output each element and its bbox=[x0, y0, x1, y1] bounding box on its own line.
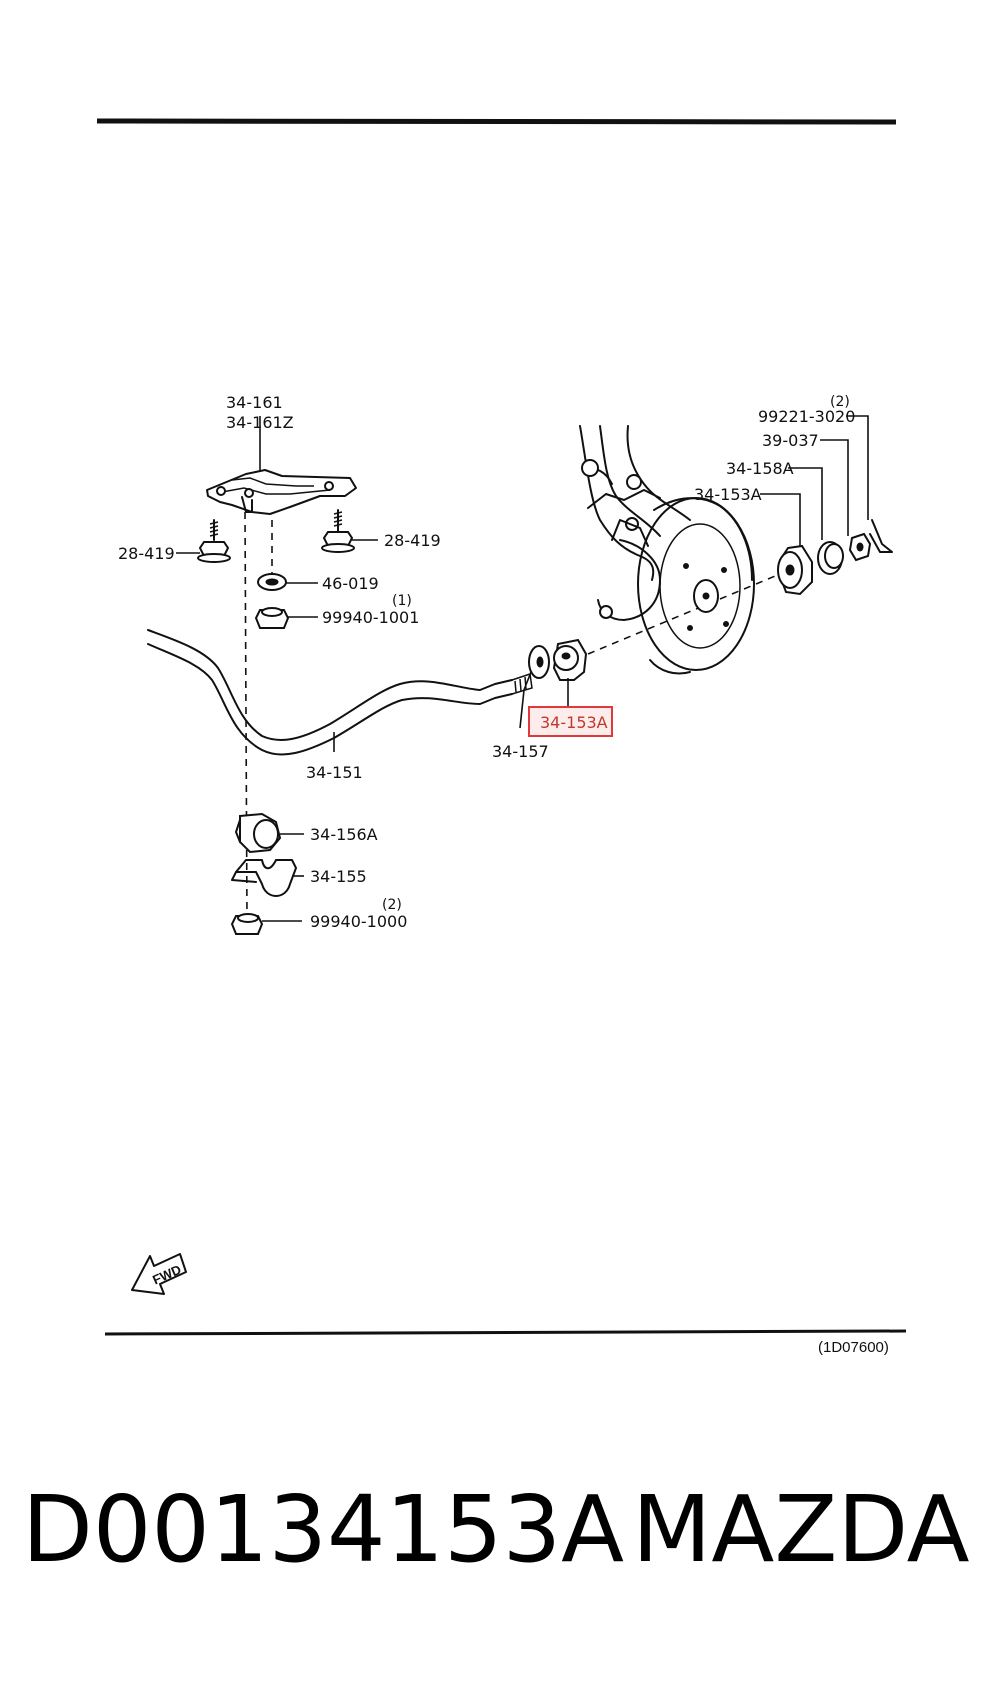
label-bolt-right: 28-419 bbox=[384, 531, 441, 550]
label-bushing-clamp: 34-156A bbox=[310, 825, 378, 844]
label-nut-top-qty: (1) bbox=[392, 593, 412, 609]
highlight-box bbox=[528, 706, 613, 737]
brand-name: MAZDA bbox=[632, 1476, 970, 1583]
label-bar: 34-151 bbox=[306, 763, 363, 782]
label-clamp: 34-155 bbox=[310, 867, 367, 886]
bracket-34-161 bbox=[206, 416, 357, 515]
label-nut-bottom: 99940-1000 bbox=[310, 912, 407, 931]
label-washer-link: 34-157 bbox=[492, 742, 549, 761]
stabilizer-bar bbox=[147, 629, 533, 756]
steering-knuckle bbox=[579, 425, 755, 675]
link-axis bbox=[587, 573, 781, 655]
label-pin-qty: (2) bbox=[830, 394, 850, 410]
clamp-34-155 bbox=[231, 859, 304, 897]
reference-code: (1D07600) bbox=[818, 1339, 889, 1356]
bolt-right bbox=[321, 509, 378, 553]
label-bolt-left: 28-419 bbox=[118, 544, 175, 563]
bushing-34-153A-lower bbox=[552, 638, 588, 706]
washer-46-019 bbox=[257, 573, 318, 591]
nut-39-037 bbox=[820, 439, 872, 562]
label-washer: 46-019 bbox=[322, 574, 379, 593]
bottom-rule bbox=[104, 1329, 907, 1336]
part-number: D00134153A bbox=[22, 1476, 625, 1583]
bushing-34-156A bbox=[235, 812, 304, 854]
mount-axis bbox=[244, 511, 248, 921]
label-nut-bottom-qty: (2) bbox=[382, 897, 402, 913]
cap-34-158A bbox=[788, 467, 844, 575]
label-bracket-a: 34-161 bbox=[226, 393, 283, 412]
fwd-arrow-icon: FWD bbox=[131, 1253, 187, 1295]
label-cap: 34-158A bbox=[726, 459, 794, 478]
label-nut-castle: 39-037 bbox=[762, 431, 819, 450]
label-bracket-b: 34-161Z bbox=[226, 413, 294, 432]
label-pin: 99221-3020 bbox=[758, 407, 855, 426]
label-bushing-highlighted: 34-153A bbox=[540, 713, 608, 732]
bolt-left bbox=[176, 519, 231, 563]
top-rule bbox=[96, 118, 897, 125]
nut-99940-1001 bbox=[254, 607, 318, 629]
washer-34-157 bbox=[519, 645, 550, 729]
nut-99940-1000 bbox=[230, 913, 302, 935]
caption: D00134153A MAZDA bbox=[0, 1470, 992, 1590]
bushing-34-153A-upper bbox=[760, 493, 813, 596]
label-bushing-upper: 34-153A bbox=[694, 485, 762, 504]
label-nut-top: 99940-1001 bbox=[322, 608, 419, 627]
pin-99221-3020 bbox=[846, 415, 893, 553]
